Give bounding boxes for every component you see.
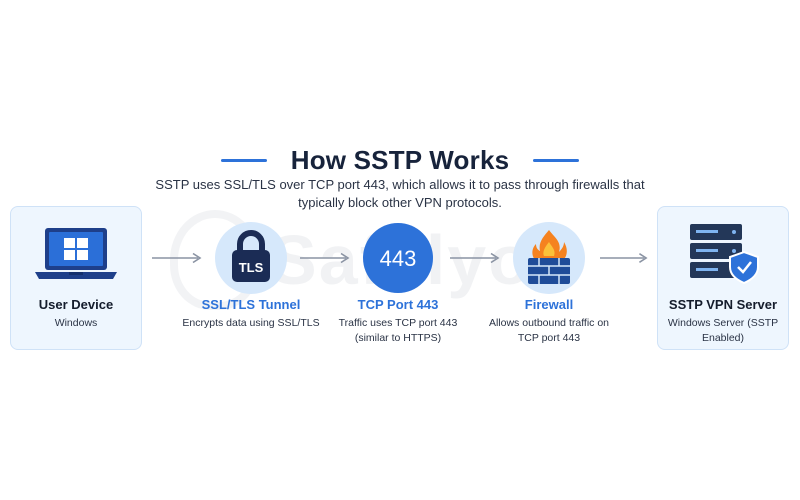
diagram-title: How SSTP Works (290, 144, 510, 175)
flow-arrow-3 (450, 252, 500, 264)
title-row: How SSTP Works (0, 142, 800, 178)
sstp-server-label: SSTP VPN Server (668, 297, 778, 312)
tcp-port-443-label: TCP Port 443 (357, 297, 439, 312)
server-shield-icon (688, 222, 760, 291)
title-rule-right (533, 158, 580, 162)
firewall-desc: Allows outbound traffic on TCP port 443 (488, 317, 610, 344)
user-device-label: User Device (38, 297, 114, 312)
port-443-badge-text: 443 (380, 246, 417, 271)
firewall-label: Firewall (524, 297, 574, 312)
firewall-icon (524, 228, 574, 291)
flow-arrow-4 (600, 253, 648, 263)
padlock-icon: TLS (230, 230, 272, 289)
laptop-windows-icon (33, 226, 119, 287)
sstp-server-desc: Windows Server (SSTP Enabled) (667, 317, 779, 344)
diagram-subtitle: SSTP uses SSL/TLS over TCP port 443, whi… (155, 177, 645, 210)
user-device-desc: Windows (54, 317, 98, 329)
ssl-tls-tunnel-desc: Encrypts data using SSL/TLS (182, 317, 320, 329)
flow-arrow-1 (152, 252, 202, 264)
tcp-port-443-desc: Traffic uses TCP port 443 (similar to HT… (338, 317, 458, 344)
title-rule-left (220, 158, 267, 162)
ssl-tls-tunnel-label: SSL/TLS Tunnel (201, 297, 301, 312)
flow-arrow-2 (300, 252, 350, 264)
port-443-icon: 443 (362, 222, 434, 299)
tls-badge-text: TLS (239, 260, 264, 275)
